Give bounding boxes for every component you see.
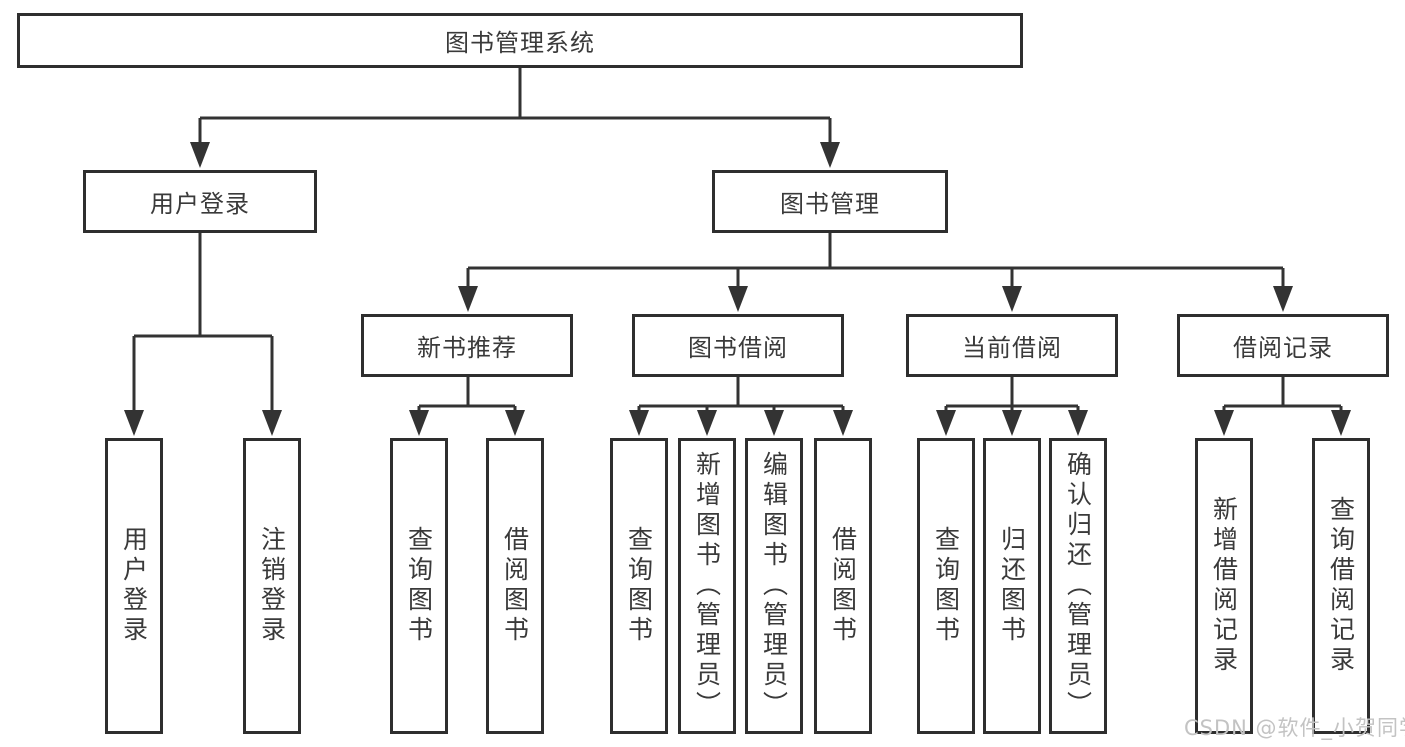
arrow-down-icon [764,410,784,436]
node-current-borrow: 当前借阅 [906,314,1118,377]
arrow-down-icon [1331,410,1351,436]
leaf-current-return-book: 归还图书 [983,438,1041,734]
arrowheads [124,142,1351,436]
arrow-down-icon [1273,286,1293,312]
arrow-down-icon [505,410,525,436]
arrow-down-icon [124,410,144,436]
csdn-watermark: CSDN @软件_小贺同学 [1184,716,1405,740]
arrow-down-icon [409,410,429,436]
node-book-borrow: 图书借阅 [632,314,844,377]
leaf-logout: 注销登录 [243,438,301,734]
arrow-down-icon [262,410,282,436]
leaf-records-query-record: 查询借阅记录 [1312,438,1370,734]
leaf-borrow-edit-book-admin: 编辑图书（管理员） [745,438,803,734]
leaf-records-add-record: 新增借阅记录 [1195,438,1253,734]
node-user-login: 用户登录 [83,170,317,233]
arrow-down-icon [1002,286,1022,312]
node-borrow-records: 借阅记录 [1177,314,1389,377]
arrow-down-icon [629,410,649,436]
arrow-down-icon [458,286,478,312]
arrow-down-icon [728,286,748,312]
leaf-borrow-add-book-admin: 新增图书（管理员） [678,438,736,734]
leaf-borrow-borrow-book: 借阅图书 [814,438,872,734]
arrow-down-icon [1068,410,1088,436]
leaf-user-login: 用户登录 [105,438,163,734]
leaf-newbook-borrow-book: 借阅图书 [486,438,544,734]
leaf-current-query-book: 查询图书 [917,438,975,734]
node-new-book-recommend: 新书推荐 [361,314,573,377]
arrow-down-icon [697,410,717,436]
connector-book-management-branch [466,233,1285,290]
connector-borrow-records-branch [1222,377,1343,414]
node-root-library-system: 图书管理系统 [17,13,1023,68]
leaf-newbook-query-book: 查询图书 [390,438,448,734]
arrow-down-icon [833,410,853,436]
node-book-management: 图书管理 [712,170,948,233]
arrow-down-icon [820,142,840,168]
connector-new-book-branch [417,377,517,414]
leaf-current-confirm-return-admin: 确认归还（管理员） [1049,438,1107,734]
arrow-down-icon [1214,410,1234,436]
leaf-borrow-query-book: 查询图书 [610,438,668,734]
connector-current-borrow-branch [944,377,1080,414]
arrow-down-icon [1002,410,1022,436]
arrow-down-icon [936,410,956,436]
arrow-down-icon [190,142,210,168]
connector-book-borrow-branch [637,377,845,414]
connector-user-login-branch [132,233,274,414]
connector-root-to-level2 [198,68,832,146]
